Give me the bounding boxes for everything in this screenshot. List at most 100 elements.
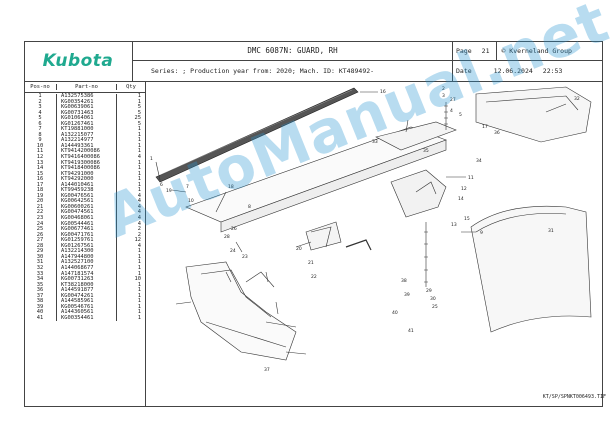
qty-cell: 1 xyxy=(137,309,141,316)
qty-cell: 5 xyxy=(137,120,141,127)
series-cell: Series: ; Production year from: 2020; Ma… xyxy=(133,61,452,82)
pos-cell: 10 xyxy=(24,143,57,150)
pos-cell: 24 xyxy=(24,221,57,228)
svg-text:35: 35 xyxy=(423,148,429,154)
qty-cell: 1 xyxy=(137,131,141,138)
part-number-cell: KT9416400086 xyxy=(57,154,117,161)
pos-cell: 15 xyxy=(24,171,57,178)
pos-cell: 40 xyxy=(24,310,57,316)
svg-text:37: 37 xyxy=(264,367,270,373)
svg-text:17: 17 xyxy=(482,124,488,130)
pos-cell: 8 xyxy=(24,132,57,139)
qty-cell: 1 xyxy=(137,281,141,288)
part-number-cell: KT9419300086 xyxy=(57,160,117,167)
qty-cell: 1 xyxy=(137,148,141,155)
part-number-cell: KG00471761 xyxy=(57,232,117,239)
date-cell: Date 12.06.2024 22:53 xyxy=(452,61,603,82)
svg-text:40: 40 xyxy=(392,310,398,316)
part-number-cell: KG01064061 xyxy=(57,116,117,122)
part-number-cell: KT99459238 xyxy=(57,188,117,194)
pos-cell: 36 xyxy=(24,288,57,294)
svg-text:10: 10 xyxy=(188,198,194,204)
pos-cell: 18 xyxy=(24,188,57,194)
parts-table-header: Pos-no Part-no Qty xyxy=(24,82,145,93)
series-line: Series: ; Production year from: 2020; Ma… xyxy=(151,67,375,75)
part-number-cell: A144068677 xyxy=(57,265,117,272)
pos-cell: 11 xyxy=(24,149,57,156)
page-label: Page xyxy=(456,46,472,55)
pos-cell: 23 xyxy=(24,215,57,222)
part-number-cell: KG00731463 xyxy=(57,110,117,117)
svg-text:12: 12 xyxy=(461,186,467,192)
qty-cell: 1 xyxy=(137,264,141,271)
date-label: Date xyxy=(456,67,472,75)
copyright-text: © Kverneland Group xyxy=(501,46,572,55)
svg-text:3: 3 xyxy=(442,93,445,99)
pos-cell: 41 xyxy=(24,315,57,322)
pos-cell: 17 xyxy=(24,182,57,189)
svg-text:9: 9 xyxy=(480,230,483,236)
svg-text:39: 39 xyxy=(404,292,410,298)
svg-text:7: 7 xyxy=(186,184,189,190)
pos-cell: 37 xyxy=(24,293,57,300)
part-number-cell: KT9414200086 xyxy=(57,149,117,156)
part-number-cell: KG00731263 xyxy=(57,276,117,283)
pos-cell: 33 xyxy=(24,271,57,278)
qty-cell: 4 xyxy=(137,242,141,249)
svg-text:21: 21 xyxy=(308,260,314,266)
pos-cell: 30 xyxy=(24,254,57,261)
page-cell: Page 21 © Kverneland Group xyxy=(452,40,603,61)
qty-cell: 5 xyxy=(137,104,141,111)
qty-cell: 1 xyxy=(137,259,141,266)
pos-cell: 35 xyxy=(24,282,57,289)
col-qty-header: Qty xyxy=(126,84,136,90)
qty-cell: 4 xyxy=(137,154,141,161)
qty-cell: 1 xyxy=(137,287,141,294)
part-number-cell: KT19881000 xyxy=(57,127,117,133)
qty-cell: 4 xyxy=(137,209,141,216)
part-number-cell: KG00677461 xyxy=(57,227,117,233)
qty-cell: 5 xyxy=(137,109,141,116)
svg-text:19: 19 xyxy=(166,188,172,194)
pos-cell: 39 xyxy=(24,304,57,311)
part-number-cell: A144585961 xyxy=(57,299,117,305)
pos-cell: 38 xyxy=(24,299,57,305)
pos-cell: 3 xyxy=(24,105,57,111)
svg-text:26: 26 xyxy=(231,226,237,232)
col-pos-header: Pos-no xyxy=(24,84,57,90)
part-number-cell: A132215077 xyxy=(57,132,117,139)
qty-cell: 1 xyxy=(137,187,141,194)
kubota-logo: Kubota xyxy=(42,51,114,71)
svg-text:38: 38 xyxy=(401,278,407,284)
pos-cell: 13 xyxy=(24,160,57,167)
qty-cell: 1 xyxy=(137,176,141,183)
part-number-cell: KG01259761 xyxy=(57,238,117,244)
page-number: 21 xyxy=(481,46,490,55)
pos-cell: 21 xyxy=(24,204,57,211)
qty-cell: 1 xyxy=(137,165,141,172)
qty-cell: 25 xyxy=(134,115,142,122)
qty-cell: 1 xyxy=(137,126,141,133)
part-number-cell: KT38218000 xyxy=(57,282,117,289)
svg-text:23: 23 xyxy=(242,254,248,260)
qty-cell: 1 xyxy=(137,248,141,255)
side-cover-part xyxy=(470,205,592,333)
svg-text:15: 15 xyxy=(464,216,470,222)
